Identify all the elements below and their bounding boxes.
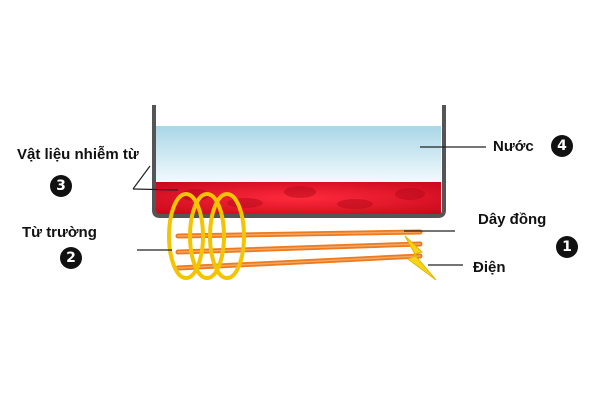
badge-3: 3 [50,175,72,197]
label-electric: Điện [473,259,506,276]
water-layer [156,126,441,182]
badge-2: 2 [60,247,82,269]
badge-1: 1 [556,236,578,258]
leader-lines [132,146,486,266]
magnetic-field-rings [167,192,246,280]
label-copper-wire: Dây đồng [478,211,547,228]
container-outline [152,105,446,218]
label-magnetic-material: Vật liệu nhiễm từ [17,146,139,163]
badge-4: 4 [551,135,573,157]
label-magnetic-field: Từ trường [22,224,97,241]
lightning-bolt-icon [404,235,437,281]
label-water: Nước [493,138,534,155]
